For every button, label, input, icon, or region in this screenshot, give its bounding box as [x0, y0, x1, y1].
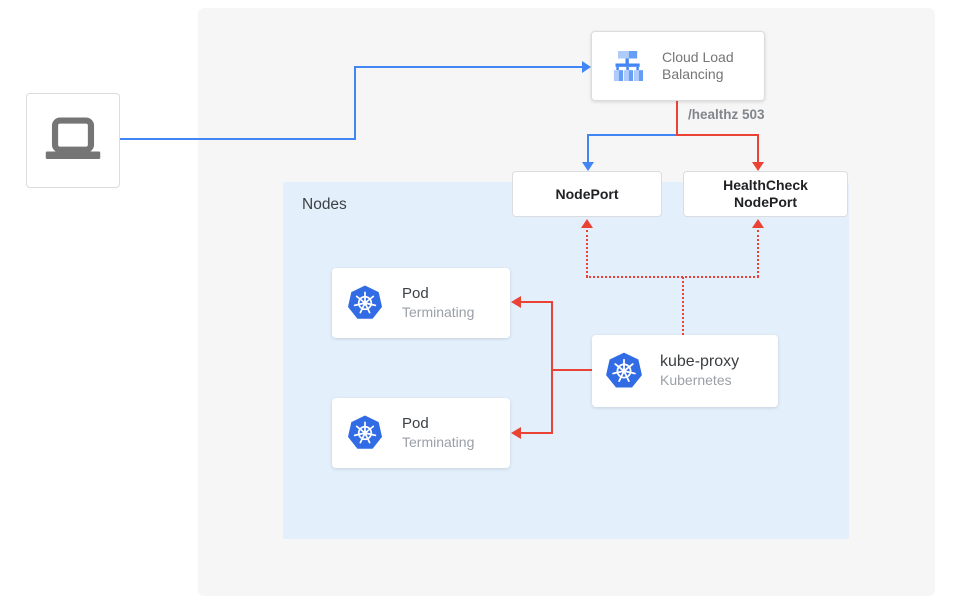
edge-kubeproxy-left-h [552, 369, 592, 371]
kube-proxy-subtitle: Kubernetes [660, 372, 732, 389]
pod2-title: Pod [402, 414, 429, 432]
edge-client-h [119, 138, 355, 140]
pod2-node: Pod Terminating [332, 398, 510, 468]
pod1-title: Pod [402, 284, 429, 302]
arrowhead-into-clb [582, 61, 591, 73]
edge-clb-stem-red [676, 101, 678, 135]
nodeport-label: NodePort [555, 185, 619, 202]
cloud-load-balancing-icon [608, 46, 648, 86]
edge-to-pod2-h [521, 432, 553, 434]
edge-dotted-left-v [586, 230, 588, 277]
pod1-status: Terminating [402, 303, 475, 320]
healthcheck-nodeport-label: HealthCheck NodePort [723, 177, 808, 210]
edge-branch-blue-h [588, 134, 677, 136]
healthz-503-label: /healthz 503 [688, 107, 765, 122]
edge-client-v [354, 66, 356, 140]
pod2-status: Terminating [402, 433, 475, 450]
pod1-node: Pod Terminating [332, 268, 510, 338]
arrowhead-up-nodeport [581, 219, 593, 228]
pod2-text: Pod Terminating [402, 415, 474, 451]
edge-pods-trunk-v [551, 301, 553, 434]
edge-dotted-right-v [757, 230, 759, 277]
nodes-panel-label: Nodes [302, 196, 347, 213]
pod1-text: Pod Terminating [402, 285, 474, 321]
arrowhead-into-nodeport [582, 162, 594, 171]
edge-branch-blue-v [587, 134, 589, 162]
kubernetes-icon [604, 351, 644, 391]
arrowhead-into-healthcheck [752, 162, 764, 171]
cloud-load-balancing-node: Cloud Load Balancing [591, 31, 765, 101]
edge-to-clb-h [354, 66, 582, 68]
kubernetes-icon [346, 284, 384, 322]
edge-to-pod1-h [521, 301, 553, 303]
kubernetes-icon [346, 414, 384, 452]
laptop-icon [42, 115, 104, 167]
edge-branch-red-v [757, 134, 759, 162]
edge-dotted-h [586, 276, 759, 278]
nodeport-node: NodePort [512, 171, 662, 217]
arrowhead-into-pod1 [511, 296, 521, 308]
edge-kubeproxy-up-dotted [682, 277, 684, 335]
edge-branch-red-h [676, 134, 759, 136]
arrowhead-up-healthcheck [752, 219, 764, 228]
cloud-lb-label: Cloud Load Balancing [662, 48, 734, 83]
healthcheck-nodeport-node: HealthCheck NodePort [683, 171, 848, 217]
kube-proxy-node: kube-proxy Kubernetes [592, 335, 778, 407]
kube-proxy-text: kube-proxy Kubernetes [660, 352, 739, 390]
arrowhead-into-pod2 [511, 427, 521, 439]
client-node [26, 93, 120, 188]
kube-proxy-title: kube-proxy [660, 353, 740, 371]
